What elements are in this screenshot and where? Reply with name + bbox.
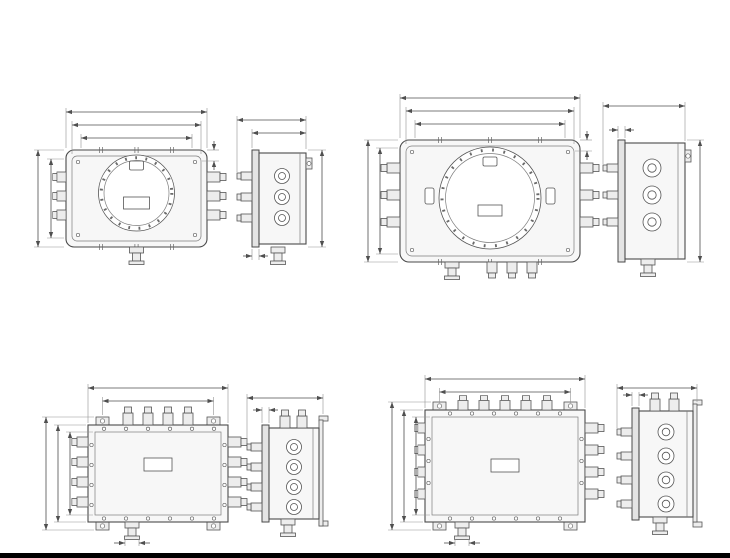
cover-inner-line (103, 160, 170, 226)
iib-small-side-view (246, 394, 329, 537)
enclosure-body (87, 424, 229, 523)
enclosure-flange-line (94, 431, 222, 516)
nameplate-frame (123, 196, 150, 210)
dimensions (34, 108, 219, 248)
cover-inner-line (445, 153, 535, 243)
dimensions (364, 94, 592, 263)
cover-clamp-right (545, 187, 556, 205)
enclosure-flange-line (431, 416, 579, 516)
flange-plate (261, 424, 270, 523)
nameplate-frame (490, 458, 520, 473)
iic-large-side-view (602, 102, 704, 277)
drain-plug (128, 246, 145, 265)
footer-accent-bar (0, 553, 730, 558)
iic-small-front-view (34, 108, 227, 265)
drain-plug (640, 258, 656, 277)
dimensions (388, 375, 586, 546)
side-entries (657, 423, 675, 513)
cover-bolt-ring (440, 148, 540, 248)
nameplate-frame (143, 457, 173, 472)
iib-large-front-view (388, 375, 605, 546)
iic-large-front-view (364, 94, 600, 280)
round-cover (438, 146, 542, 250)
drain-plug (270, 246, 286, 265)
side-entries (642, 158, 662, 232)
flange-plate (251, 149, 260, 248)
side-entries (286, 439, 302, 515)
drain-plug (444, 261, 460, 280)
drain-plug (280, 518, 296, 537)
drain-plug (652, 516, 668, 535)
dimensions (602, 102, 704, 263)
side-entries (274, 168, 290, 226)
round-cover (98, 154, 175, 232)
iib-large-side-view (616, 384, 703, 535)
drain-plug (124, 521, 140, 540)
ex-mark-frame (482, 156, 498, 167)
ex-mark-frame (129, 160, 144, 171)
cover-clamp-left (424, 187, 435, 205)
mounting-rail (318, 419, 324, 527)
flange-plate (617, 139, 626, 263)
dimensions (42, 384, 229, 546)
iic-small-side-view (236, 116, 326, 265)
nameplate-frame (477, 204, 503, 217)
enclosure-flange-line (405, 145, 575, 257)
flange-plate (631, 407, 640, 521)
cover-bolt-ring (99, 156, 174, 230)
dimensions (616, 384, 698, 428)
iib-small-front-view (42, 384, 248, 546)
dimensions (236, 116, 326, 260)
dimensions (246, 394, 324, 443)
mounting-rail (692, 403, 698, 523)
drain-plug (454, 521, 470, 540)
